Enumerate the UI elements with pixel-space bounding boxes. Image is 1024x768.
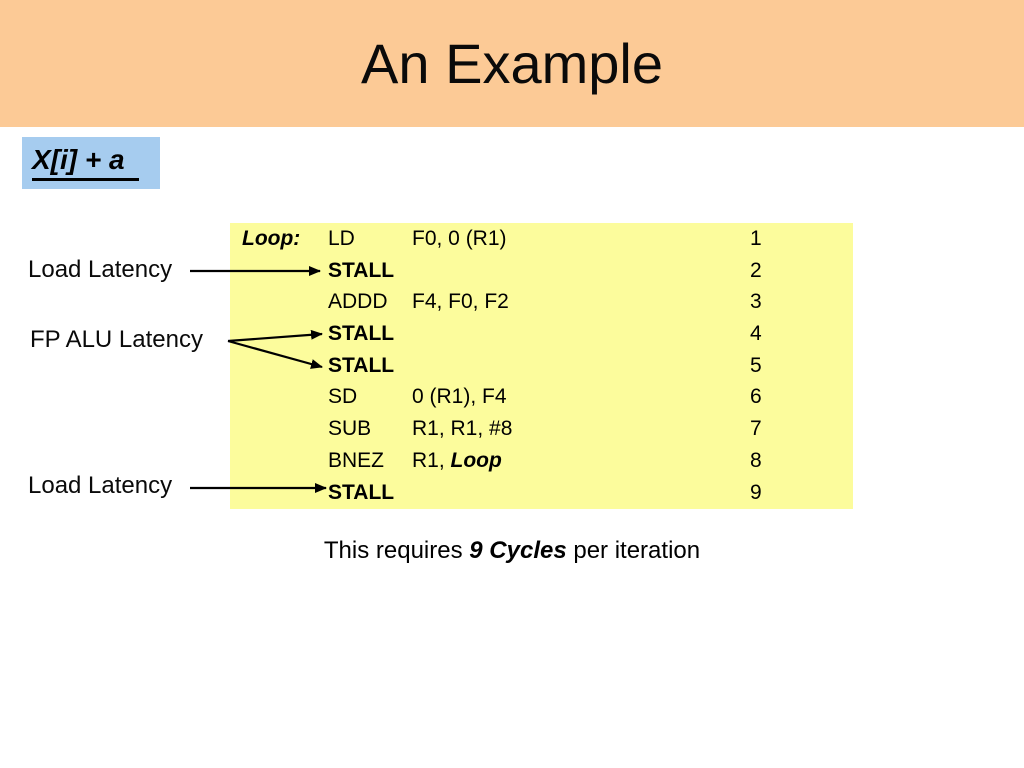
loop-label: Loop: xyxy=(242,227,301,250)
load-latency-label-top: Load Latency xyxy=(28,256,173,283)
mnemonic: BNEZ xyxy=(328,448,385,472)
cycle-number: 4 xyxy=(750,322,762,346)
cycle-number: 7 xyxy=(750,417,762,441)
operands: 0 (R1), F4 xyxy=(412,385,507,409)
mnemonic: LD xyxy=(328,227,355,250)
mnemonic: ADDD xyxy=(328,290,388,314)
code-row-6: SD 0 (R1), F4 6 xyxy=(230,381,853,413)
fp-alu-latency-label: FP ALU Latency xyxy=(30,326,203,353)
cycle-number: 2 xyxy=(750,258,762,282)
operands: F0, 0 (R1) xyxy=(412,227,507,250)
mnemonic: SD xyxy=(328,385,358,409)
mnemonic: STALL xyxy=(328,258,395,282)
caption-emphasis: 9 Cycles xyxy=(469,537,567,564)
code-row-8: BNEZ R1, Loop 8 xyxy=(230,445,853,477)
code-row-7: SUB R1, R1, #8 7 xyxy=(230,413,853,445)
code-row-4: STALL 4 xyxy=(230,318,853,350)
operands: F4, F0, F2 xyxy=(412,290,509,314)
code-row-5: STALL 5 xyxy=(230,350,853,382)
expression-highlight-box: X[i] + a xyxy=(22,137,160,189)
cycle-number: 8 xyxy=(750,448,762,472)
slide-title: An Example xyxy=(361,32,663,95)
operands: R1, R1, #8 xyxy=(412,417,513,441)
cycle-number: 9 xyxy=(750,480,762,504)
load-latency-label-bottom: Load Latency xyxy=(28,472,173,499)
loop-reference: Loop xyxy=(450,448,502,472)
mnemonic: STALL xyxy=(328,480,395,504)
operands: R1, Loop xyxy=(412,448,502,472)
expression-label: X[i] + a xyxy=(32,144,139,181)
code-row-2: STALL 2 xyxy=(230,255,853,287)
code-row-3: ADDD F4, F0, F2 3 xyxy=(230,286,853,318)
code-row-9: STALL 9 xyxy=(230,477,853,509)
caption: This requires 9 Cycles per iteration xyxy=(323,537,701,564)
mnemonic: SUB xyxy=(328,417,372,441)
code-row-1: Loop: LD F0, 0 (R1) 1 xyxy=(230,223,853,255)
cycle-number: 1 xyxy=(750,227,762,250)
cycle-number: 6 xyxy=(750,385,762,409)
code-listing-box: Loop: LD F0, 0 (R1) 1 STALL 2 ADDD F4, F… xyxy=(230,223,853,509)
cycle-number: 5 xyxy=(750,353,762,377)
mnemonic: STALL xyxy=(328,322,395,346)
cycle-number: 3 xyxy=(750,290,762,314)
slide-title-banner: An Example xyxy=(0,0,1024,127)
mnemonic: STALL xyxy=(328,353,395,377)
